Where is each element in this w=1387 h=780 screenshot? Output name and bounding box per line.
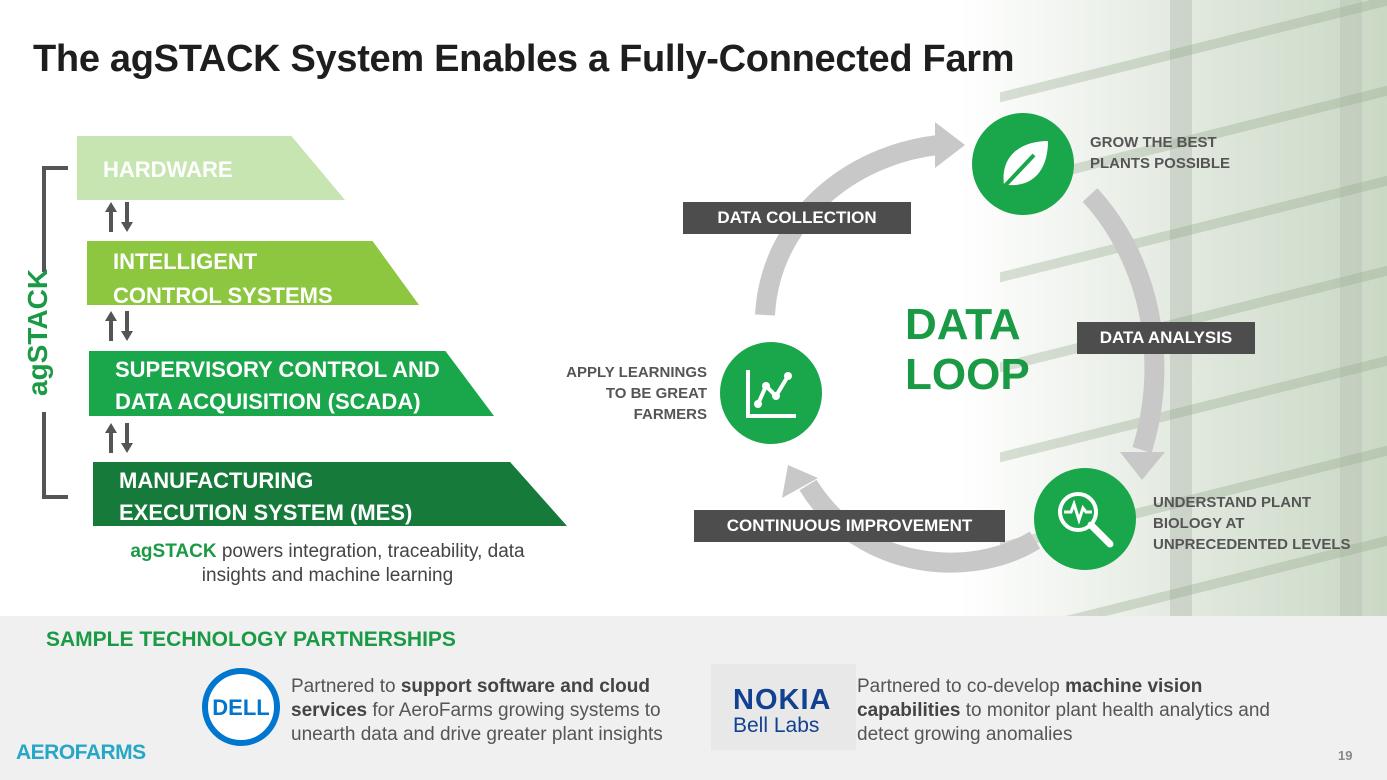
note-line: TO BE GREAT: [605, 385, 707, 402]
bracket-gap: [36, 272, 56, 412]
dell-logo: DELL: [198, 664, 284, 750]
layer-label-line2: EXECUTION SYSTEM (MES): [119, 500, 413, 525]
layer-mes: MANUFACTURING EXECUTION SYSTEM (MES): [93, 462, 567, 526]
chart-circle: [720, 342, 822, 444]
dell-partnership-text: Partnered to support software and cloud …: [291, 675, 701, 747]
data-loop-line2: LOOP: [905, 350, 1030, 399]
photo-shelf: [1000, 0, 1387, 103]
note-grow: GROW THE BEST PLANTS POSSIBLE: [1090, 132, 1230, 174]
nokia-partnership-text: Partnered to co-develop machine vision c…: [857, 675, 1277, 747]
page-number: 19: [1338, 748, 1353, 763]
partner-text-pre: Partnered to: [291, 676, 401, 697]
label-data-collection: DATA COLLECTION: [683, 202, 911, 234]
layer-label-line1: SUPERVISORY CONTROL AND: [115, 357, 440, 382]
magnifier-circle: [1034, 468, 1136, 570]
leaf-circle: [972, 113, 1074, 215]
bidirectional-arrow-icon: [105, 423, 133, 453]
page-title: The agSTACK System Enables a Fully-Conne…: [33, 38, 1015, 80]
magnifier-pulse-icon: [1058, 492, 1114, 548]
layer-label-line2: CONTROL SYSTEMS: [113, 283, 333, 308]
partner-text-bold: support software and cloud services: [291, 676, 650, 721]
data-loop-line1: DATA: [905, 300, 1021, 349]
line-chart-icon: [746, 370, 796, 418]
note-apply: APPLY LEARNINGS TO BE GREAT FARMERS: [566, 362, 707, 425]
partnerships-title: SAMPLE TECHNOLOGY PARTNERSHIPS: [46, 628, 456, 651]
nokia-logo-text: NOKIA: [733, 684, 832, 716]
note-line: UNPRECEDENTED LEVELS: [1153, 536, 1351, 553]
agstack-vertical-label: agSTACK: [22, 268, 53, 396]
label-data-analysis: DATA ANALYSIS: [1077, 322, 1255, 354]
note-understand: UNDERSTAND PLANT BIOLOGY AT UNPRECEDENTE…: [1153, 492, 1351, 555]
layer-intelligent-control: INTELLIGENT CONTROL SYSTEMS: [87, 241, 419, 305]
layer-hardware-label: HARDWARE: [103, 157, 233, 182]
partner-text-post: for AeroFarms growing systems to unearth…: [291, 700, 663, 745]
bell-labs-logo-text: Bell Labs: [733, 714, 820, 737]
note-line: GROW THE BEST: [1090, 134, 1217, 151]
partner-text-bold: machine vision capabilities: [857, 676, 1203, 721]
layer-label-line1: MANUFACTURING: [119, 468, 314, 493]
dell-logo-text: DELL: [212, 695, 269, 720]
aerofarms-logo: AEROFARMS: [16, 741, 146, 764]
note-line: FARMERS: [633, 406, 707, 423]
layer-label-line1: INTELLIGENT: [113, 249, 258, 274]
nokia-bell-labs-logo: NOKIA Bell Labs: [711, 664, 856, 750]
stack-caption: agSTACK powers integration, traceability…: [100, 540, 555, 588]
bidirectional-arrow-icon: [105, 202, 133, 232]
note-line: PLANTS POSSIBLE: [1090, 155, 1231, 172]
layer-hardware: HARDWARE: [77, 136, 345, 200]
data-loop-title: DATA LOOP: [905, 300, 1030, 400]
bidirectional-arrow-icon: [105, 311, 133, 341]
partner-text-pre: Partnered to co-develop: [857, 676, 1066, 697]
photo-pillar: [1340, 0, 1362, 616]
label-continuous-improvement: CONTINUOUS IMPROVEMENT: [694, 510, 1005, 542]
layer-scada: SUPERVISORY CONTROL AND DATA ACQUISITION…: [89, 351, 494, 416]
caption-brand: agSTACK: [130, 541, 217, 562]
note-line: UNDERSTAND PLANT: [1153, 494, 1312, 511]
partner-text-post: to monitor plant health analytics and de…: [857, 700, 1270, 745]
caption-text: powers integration, traceability, data i…: [201, 541, 525, 586]
note-line: APPLY LEARNINGS: [566, 364, 707, 381]
note-line: BIOLOGY AT: [1153, 515, 1245, 532]
leaf-icon: [998, 141, 1048, 193]
layer-label-line2: DATA ACQUISITION (SCADA): [115, 389, 421, 414]
background-photo: [960, 0, 1387, 616]
photo-pillar: [1170, 0, 1192, 616]
dell-logo-mark: DELL: [202, 668, 280, 746]
